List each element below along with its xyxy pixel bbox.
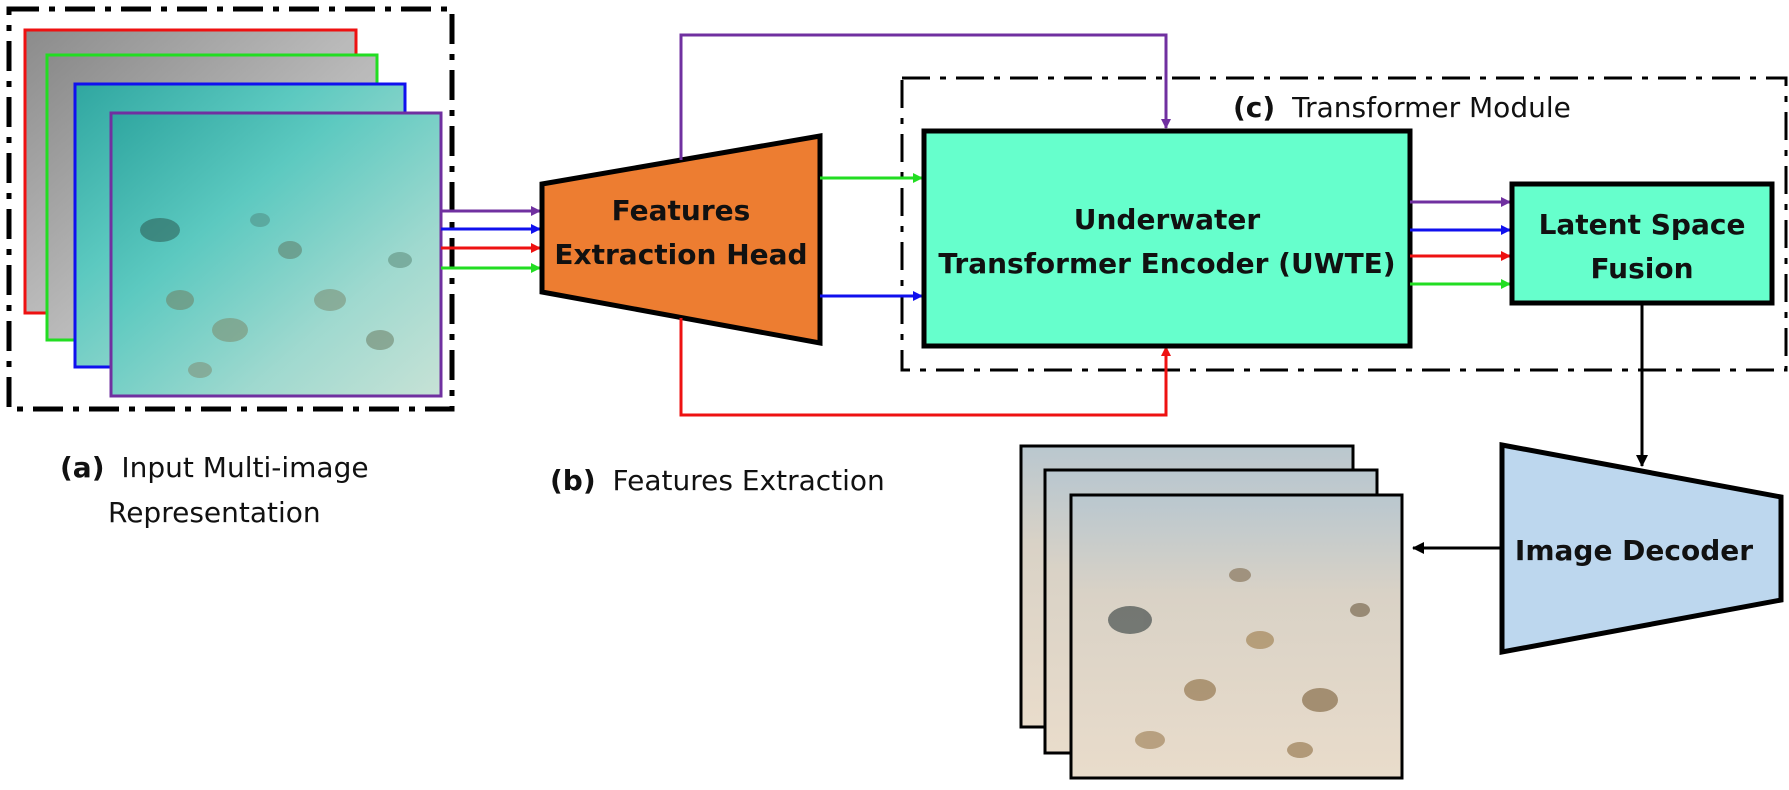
output-image-front [1069,493,1404,780]
uwte-label-2: Transformer Encoder (UWTE) [938,247,1395,280]
transformer-module-frame [900,76,1788,372]
feature-head-label-2: Extraction Head [554,238,807,271]
caption-a-line2: Representation [108,496,321,529]
uwte-block [921,128,1413,349]
input-group-frame [6,6,455,412]
seabed-rocks-input [140,213,412,378]
feature-head-label-1: Features [612,194,751,227]
uwte-label-1: Underwater [1074,203,1261,236]
caption-a-tag: (a) [60,451,105,484]
caption-c-text: Transformer Module [1291,91,1571,124]
caption-b-text: Features Extraction [613,464,885,497]
caption-a: (a) Input Multi-image [60,451,369,484]
caption-b-tag: (b) [550,464,596,497]
arrow-head-red-loop [679,318,1171,417]
fusion-label-2: Fusion [1590,252,1693,285]
decoder-label: Image Decoder [1515,534,1753,567]
fusion-label-1: Latent Space [1539,208,1746,241]
image-decoder-block [1499,441,1784,656]
latent-space-fusion-block [1509,181,1775,306]
input-image-stack [23,28,443,398]
caption-c: (c) Transformer Module [1233,91,1571,124]
arrow-head-purple-loop [679,33,1171,160]
caption-c-tag: (c) [1233,91,1275,124]
caption-a-line1: Input Multi-image [121,451,368,484]
feature-extraction-head [539,133,823,347]
output-image-stack [1019,444,1404,780]
seabed-rocks-output [1108,568,1370,758]
caption-b: (b) Features Extraction [550,464,885,497]
